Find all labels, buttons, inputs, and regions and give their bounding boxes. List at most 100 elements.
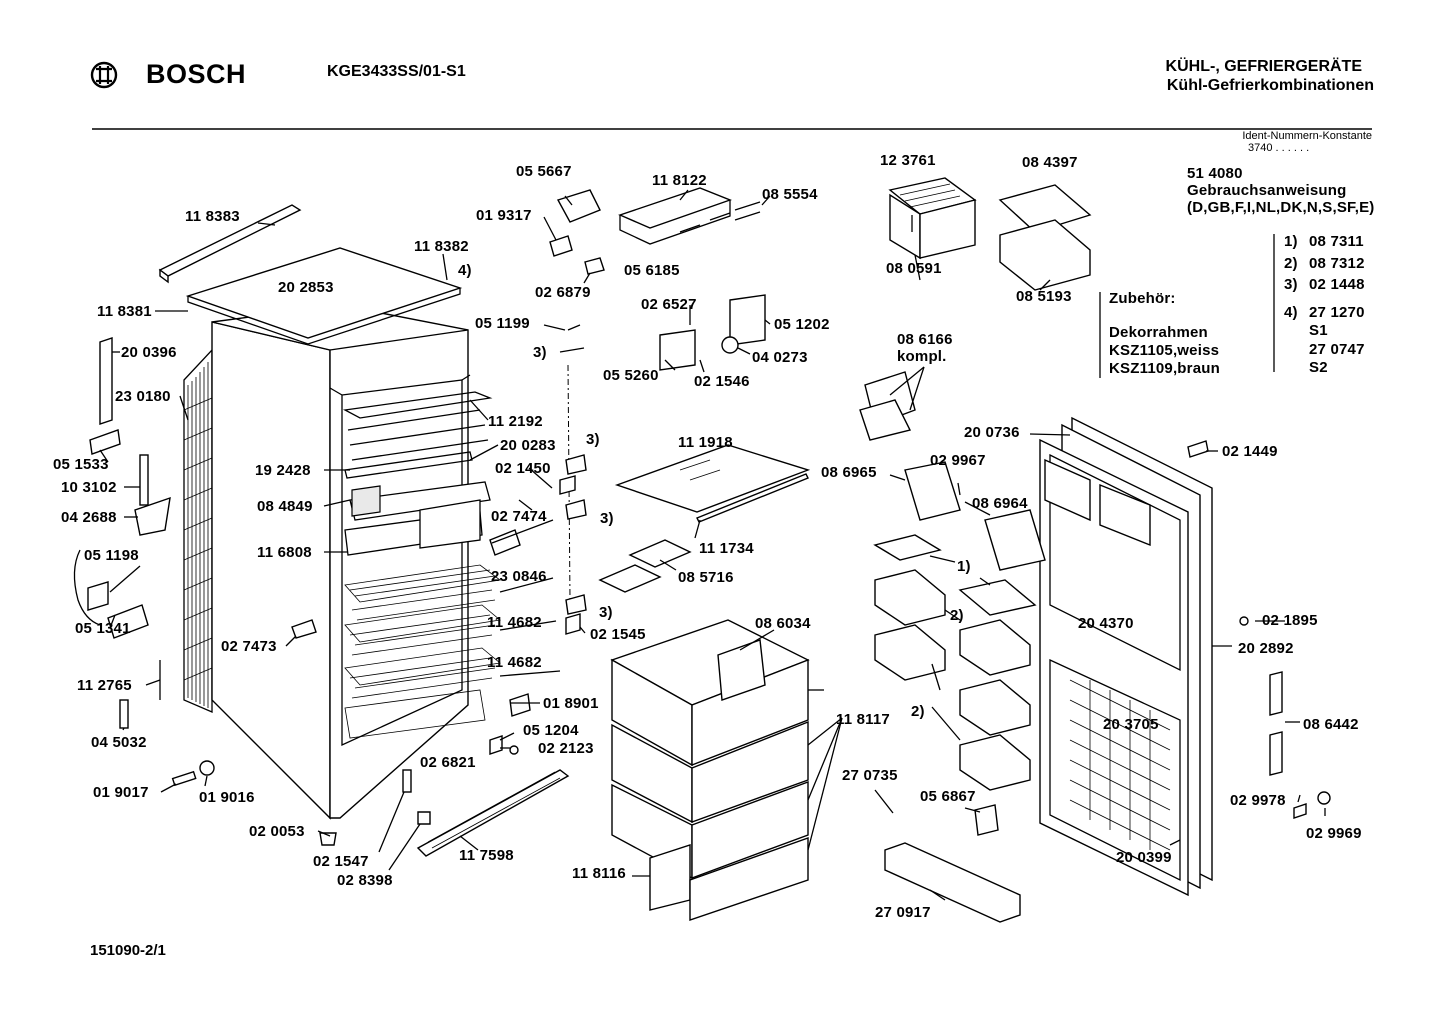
footnote-mark: 2) xyxy=(1284,255,1298,272)
leader-lines xyxy=(99,189,1326,901)
accessories-line: Dekorrahmen xyxy=(1109,324,1208,341)
part-label: 3) xyxy=(533,344,547,361)
part-label: 11 8382 xyxy=(414,238,469,255)
footnote-value: S2 xyxy=(1309,359,1328,376)
part-label: 05 6185 xyxy=(624,262,680,279)
center-parts-drawing xyxy=(489,187,811,755)
footnote-mark: 4) xyxy=(1284,304,1298,321)
accessories-title: Zubehör: xyxy=(1109,290,1176,307)
part-label: 02 1545 xyxy=(590,626,646,643)
part-label: 4) xyxy=(458,262,472,279)
part-label: 02 7474 xyxy=(491,508,547,525)
part-label: 20 2892 xyxy=(1238,640,1294,657)
part-label: 20 2853 xyxy=(278,279,334,296)
part-label: 23 0846 xyxy=(491,568,547,585)
footnote-value: S1 xyxy=(1309,322,1328,339)
part-label: 02 8398 xyxy=(337,872,393,889)
part-label: 27 0917 xyxy=(875,904,931,921)
part-label: 20 0399 xyxy=(1116,849,1172,866)
part-label: 08 5193 xyxy=(1016,288,1072,305)
footnote-value: 27 0747 xyxy=(1309,341,1365,358)
footnote-value: 02 1448 xyxy=(1309,276,1365,293)
manual-languages: (D,GB,F,I,NL,DK,N,S,SF,E) xyxy=(1187,199,1375,216)
part-label: 20 3705 xyxy=(1103,716,1159,733)
brand-name: BOSCH xyxy=(146,59,247,89)
ident-value: 3740 . . . . . . xyxy=(1248,142,1310,154)
part-label: 08 6442 xyxy=(1303,716,1359,733)
part-label: 02 1895 xyxy=(1262,612,1318,629)
part-label: 02 6527 xyxy=(641,296,697,313)
part-label: 08 6166 xyxy=(897,331,953,348)
part-label: 08 6965 xyxy=(821,464,877,481)
footnote-value: 08 7311 xyxy=(1309,233,1364,250)
part-label: 11 7598 xyxy=(459,847,514,864)
part-label: 11 1918 xyxy=(678,434,733,451)
accessories-line: KSZ1109,braun xyxy=(1109,360,1220,377)
part-label: 05 1204 xyxy=(523,722,579,739)
part-label: 05 1202 xyxy=(774,316,830,333)
part-label: 20 0736 xyxy=(964,424,1020,441)
part-label: 02 2123 xyxy=(538,740,594,757)
part-label: 05 5260 xyxy=(603,367,659,384)
part-label: 11 4682 xyxy=(487,654,542,671)
ice-tray-drawing xyxy=(859,177,1092,441)
part-label: 11 8116 xyxy=(572,865,626,882)
part-label: 11 2765 xyxy=(77,677,132,694)
part-label: 02 0053 xyxy=(249,823,305,840)
part-label: 2) xyxy=(911,703,925,720)
part-label: 1) xyxy=(957,558,971,575)
part-label: 3) xyxy=(599,604,613,621)
part-label: 11 8383 xyxy=(185,208,240,225)
part-label: 3) xyxy=(600,510,614,527)
part-label: 04 0273 xyxy=(752,349,808,366)
part-label: 05 1533 xyxy=(53,456,109,473)
part-label: 02 6821 xyxy=(420,754,476,771)
part-label: 11 2192 xyxy=(488,413,543,430)
part-label: 05 1199 xyxy=(475,315,530,332)
part-label: 10 3102 xyxy=(61,479,117,496)
part-label: 02 9969 xyxy=(1306,825,1362,842)
part-label: 02 9978 xyxy=(1230,792,1286,809)
part-label: 11 1734 xyxy=(699,540,754,557)
part-label: 01 9017 xyxy=(93,784,149,801)
part-label: 08 6034 xyxy=(755,615,811,632)
part-label: 04 2688 xyxy=(61,509,117,526)
door-drawing xyxy=(873,416,1331,923)
part-label: 05 1341 xyxy=(75,620,131,637)
footnote-mark: 1) xyxy=(1284,233,1298,250)
drawing-number: 151090-2/1 xyxy=(90,942,166,959)
part-label: 08 6964 xyxy=(972,495,1028,512)
manual-title: Gebrauchsanweisung xyxy=(1187,182,1347,199)
part-label: 20 4370 xyxy=(1078,615,1134,632)
bosch-logo-icon xyxy=(90,61,118,89)
part-label: 19 2428 xyxy=(255,462,311,479)
part-label: 11 8381 xyxy=(97,303,152,320)
part-label: 20 0396 xyxy=(121,344,177,361)
part-label: 08 0591 xyxy=(886,260,942,277)
part-label: 08 5716 xyxy=(678,569,734,586)
part-label: 05 1198 xyxy=(84,547,139,564)
footnote-mark: 3) xyxy=(1284,276,1298,293)
part-label: 11 4682 xyxy=(487,614,542,631)
part-label: 11 8117 xyxy=(836,711,890,728)
category-line-2: Kühl-Gefrierkombinationen xyxy=(1166,77,1374,94)
part-label: 04 5032 xyxy=(91,734,147,751)
part-label: 01 8901 xyxy=(543,695,599,712)
part-label: 02 1449 xyxy=(1222,443,1278,460)
part-label: kompl. xyxy=(897,348,947,365)
part-label: 20 0283 xyxy=(500,437,556,454)
part-label: 05 6867 xyxy=(920,788,976,805)
part-label: 08 4849 xyxy=(257,498,313,515)
part-label: 23 0180 xyxy=(115,388,171,405)
part-label: 12 3761 xyxy=(880,152,936,169)
part-label: 11 8122 xyxy=(652,172,707,189)
part-label: 27 0735 xyxy=(842,767,898,784)
manual-number: 51 4080 xyxy=(1187,165,1243,182)
part-label: 3) xyxy=(586,431,600,448)
part-label: 02 1547 xyxy=(313,853,369,870)
footnote-value: 08 7312 xyxy=(1309,255,1365,272)
part-label: 08 5554 xyxy=(762,186,818,203)
part-label: 02 6879 xyxy=(535,284,591,301)
part-label: 01 9016 xyxy=(199,789,255,806)
